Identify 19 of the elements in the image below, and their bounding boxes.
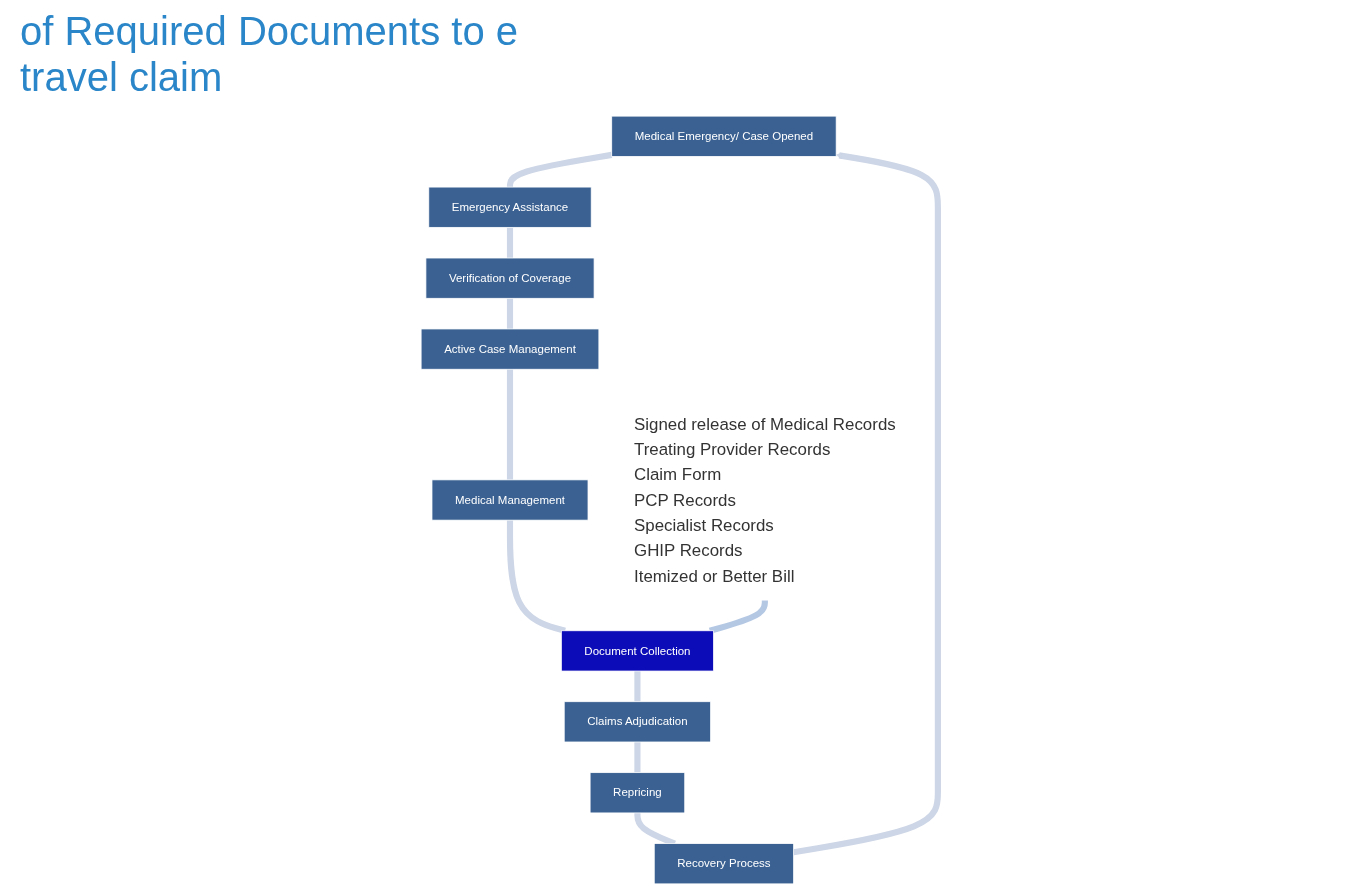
arrow: [793, 152, 941, 856]
node-box: Repricing: [589, 772, 686, 814]
connector: [506, 368, 514, 480]
node-box: Verification of Coverage: [425, 257, 595, 299]
connector: [506, 297, 514, 330]
node-text: Signed release of Medical Records Treating Provider Records Claim Form PCP Records Specialist Records GHIP Records Itemized or Better Bill: [634, 414, 896, 586]
title: of Required Documents to e travel claim: [20, 8, 520, 100]
node-box: Claims Adjudication: [563, 701, 712, 743]
connector: [708, 599, 768, 634]
node-box: Medical Management: [431, 479, 589, 521]
node-box: Recovery Process: [653, 843, 794, 885]
node-box: Medical Emergency/ Case Opened: [611, 115, 837, 157]
connector: [634, 670, 641, 703]
connector: [506, 226, 514, 259]
node-box: Emergency Assistance: [428, 186, 592, 228]
node-box: Document Collection: [560, 630, 714, 672]
connector: [634, 741, 641, 774]
connector: [506, 520, 566, 634]
node-box: Active Case Management: [420, 328, 600, 370]
